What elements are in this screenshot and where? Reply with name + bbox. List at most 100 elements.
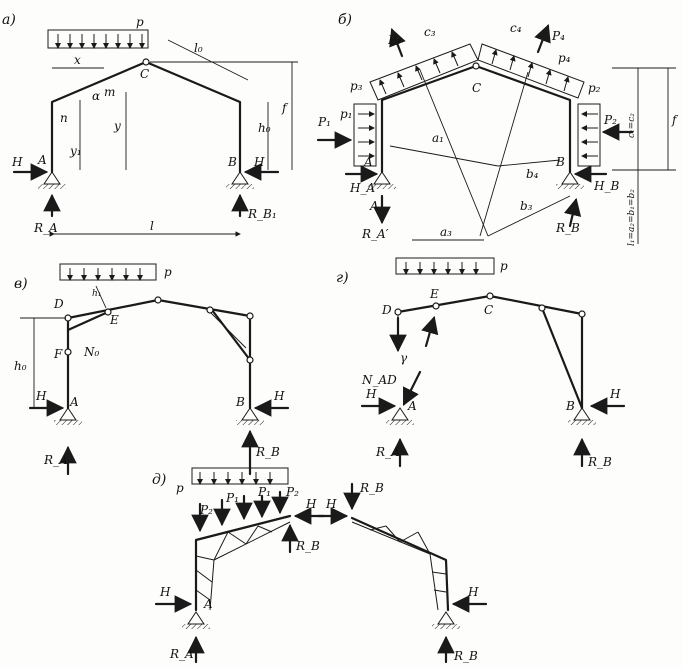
panel-a-H-left: H [11, 155, 23, 169]
panel-d-tag: д) [152, 472, 166, 488]
panel-a-load-label: p [136, 15, 144, 29]
panel-a-n-label: n [60, 111, 68, 125]
panel-g-E: E [429, 287, 439, 301]
panel-a-support-b: B [227, 155, 237, 169]
panel-a-H-right: H [253, 155, 265, 169]
panel-a-y1-label: y₁ [69, 144, 82, 158]
panel-g-gamma: γ [400, 351, 408, 365]
panel-b-A2: A [369, 199, 379, 213]
panel-a-tag: а) [2, 12, 16, 28]
panel-b-p3: p₃ [350, 79, 363, 93]
panel-v-RA: R_A [43, 453, 68, 467]
panel-b-roof-load-right [477, 43, 585, 99]
panel-b-P3-arrow [389, 27, 406, 58]
panel-g-RA: R_A [375, 445, 400, 459]
panel-v-p: p [164, 265, 172, 279]
panel-d-H1: H [305, 497, 317, 511]
panel-b-f: f [671, 113, 679, 127]
panel-a-support-a: A [37, 153, 47, 167]
panel-b-b3: b₃ [520, 199, 533, 213]
panel-d-P2b: P₂ [285, 485, 299, 499]
panel-b-RB: R_B [555, 221, 580, 235]
panel-b-B: B [555, 155, 565, 169]
panel-v-h1: h₁ [92, 289, 101, 299]
panel-g-D: D [381, 303, 392, 317]
panel-d-H-left: H [159, 585, 171, 599]
panel-d-load [191, 467, 289, 485]
panel-a-RA: R_A [33, 221, 58, 235]
panel-b-RA: R_A′ [361, 227, 389, 241]
panel-a-rise-label: f [281, 101, 289, 115]
panel-b-a1: a₁ [432, 131, 444, 145]
panel-d-RA: R_A [169, 647, 194, 661]
panel-a-crown-label: C [140, 67, 149, 81]
panel-b-P2: P₂ [603, 113, 617, 127]
panel-g-H-right: H [609, 387, 621, 401]
panel-v-A: A [69, 395, 79, 409]
panel-v-RB: R_B [255, 445, 280, 459]
panel-a-distributed-load: p [47, 15, 149, 49]
panel-a: а) p C x α m n y₁ y l₀ h₀ [2, 12, 298, 237]
panel-v-H-left: H [35, 389, 47, 403]
panel-b-p2: p₂ [588, 81, 601, 95]
panel-b-HA: H_A [349, 181, 375, 195]
panel-b-C: C [472, 81, 481, 95]
panel-b-HB: H_B [593, 179, 619, 193]
panel-a-span-label: l [150, 219, 154, 233]
panel-d-left-truss [194, 514, 292, 612]
panel-g-H-left: H [365, 387, 377, 401]
panel-b-P4-arrow [534, 23, 551, 54]
panel-b-P4: P₄ [551, 29, 565, 43]
panel-b-P1: P₁ [317, 115, 331, 129]
panel-a-rafter-label: l₀ [194, 41, 203, 55]
panel-b-tag: б) [338, 12, 352, 28]
panel-g-load [395, 257, 495, 275]
panel-v-h0: h₀ [14, 359, 27, 373]
panel-g-p: p [500, 259, 508, 273]
panel-a-RB: R_B₁ [247, 207, 277, 221]
panel-b-c3: c₃ [424, 25, 436, 39]
panel-d-P1a: P₁ [225, 491, 239, 505]
panel-b-A: A [363, 155, 373, 169]
panel-a-x-label: x [74, 53, 81, 67]
panel-a-crown-hinge [142, 58, 150, 66]
panel-b-side1: c₁=c₂ [627, 113, 637, 138]
panel-v-E: E [109, 313, 119, 327]
panel-g-N: N_AD [361, 373, 397, 387]
panel-d-RB: R_B [453, 649, 478, 663]
panel-v-D: D [53, 297, 64, 311]
panel-d-p: p [176, 481, 184, 495]
panel-b-side2: l₁=a₂=b₁=b₂ [627, 189, 637, 246]
panel-a-col-h-label: h₀ [258, 121, 271, 135]
panel-g-tag: г) [336, 270, 349, 286]
panel-g-C: C [484, 303, 493, 317]
panel-d: д) p P₂ [152, 467, 488, 664]
panel-a-y-label: y [113, 119, 121, 133]
panel-v-N: N₀ [83, 345, 100, 359]
panel-a-m-label: m [104, 85, 115, 99]
panel-a-alpha-label: α [92, 89, 100, 103]
panel-b-p1: p₁ [340, 107, 353, 121]
panel-d-A: A [203, 597, 213, 611]
panel-d-P2a: P₂ [199, 503, 213, 517]
panel-d-H2: H [325, 497, 337, 511]
panel-b-a3: a₃ [440, 225, 452, 239]
panel-v-B: B [235, 395, 245, 409]
panel-d-right-truss [350, 516, 450, 612]
panel-a-rafter-dim [167, 39, 249, 81]
panel-b-p4: p₄ [558, 51, 571, 65]
panel-d-RB-top: R_B [359, 481, 384, 495]
panel-g: г) p D E C γ N_AD A B H H [336, 257, 626, 469]
panel-g-RB: R_B [587, 455, 612, 469]
panel-b-P3: P₃ [387, 33, 401, 47]
panel-g-A: A [407, 399, 417, 413]
panel-b-b4: b₄ [526, 167, 539, 181]
panel-v-load [59, 263, 157, 281]
panel-v-H-right: H [273, 389, 285, 403]
panel-b: б) [316, 12, 679, 246]
panel-d-H-right: H [467, 585, 479, 599]
panel-d-P1b: P₁ [257, 485, 271, 499]
panel-v-F: F [53, 347, 63, 361]
